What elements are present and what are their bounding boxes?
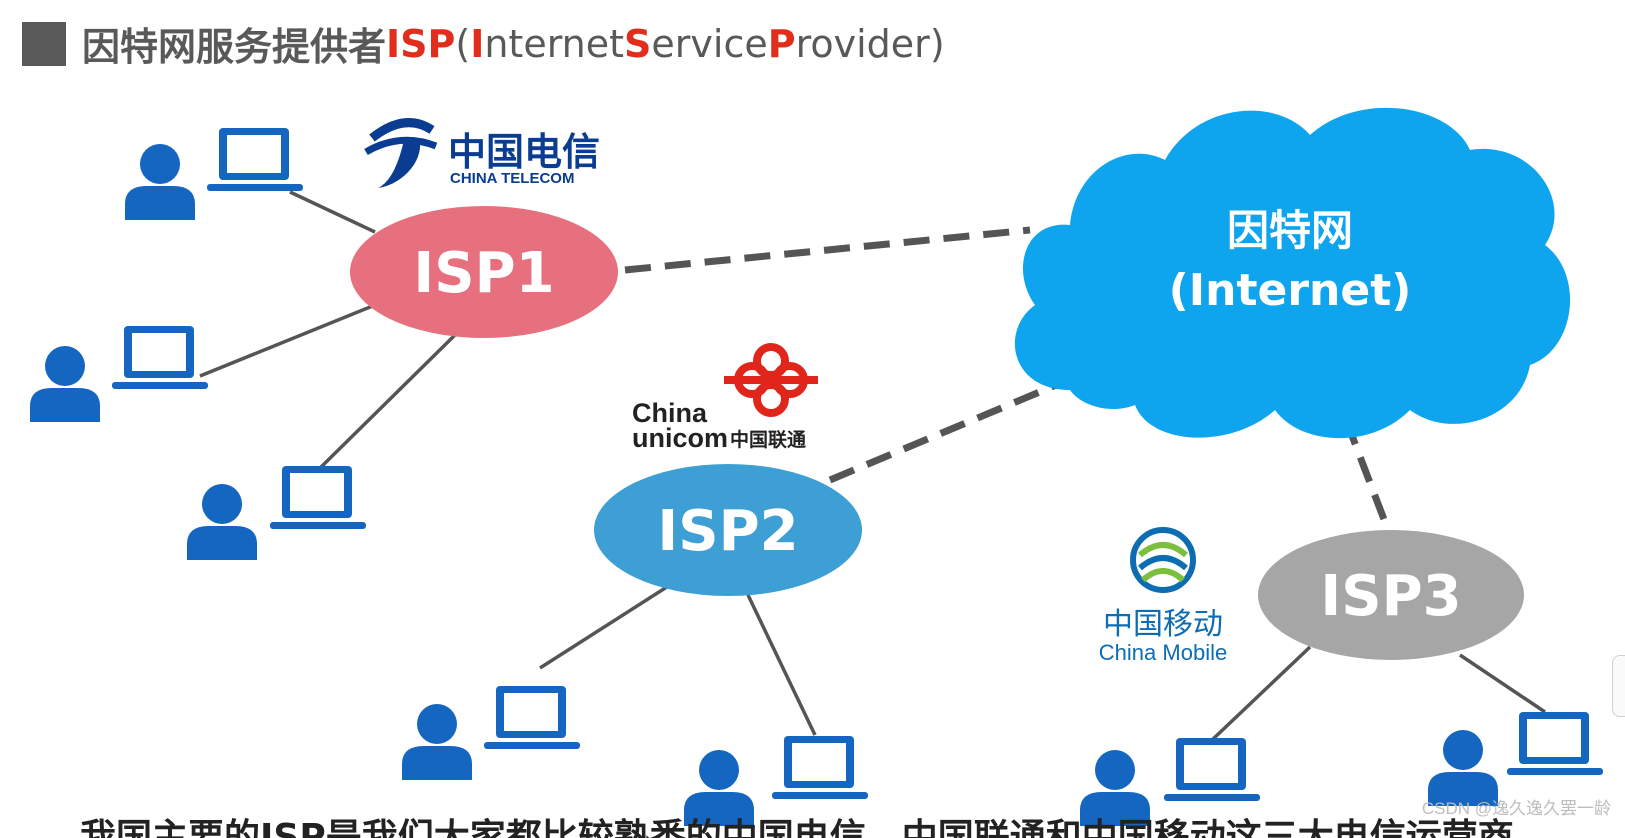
side-collapse-tab[interactable] xyxy=(1612,655,1625,717)
link-isp1-c xyxy=(316,333,457,472)
isp2-label: ISP2 xyxy=(657,499,798,564)
isp1-label: ISP1 xyxy=(413,241,554,306)
china-unicom-line1: China xyxy=(632,398,708,428)
user-icon xyxy=(402,704,472,780)
china-mobile-logo: 中国移动 China Mobile xyxy=(1099,527,1227,665)
internet-label-en: (Internet) xyxy=(1169,265,1412,316)
dashed-isp1-internet xyxy=(624,226,1031,274)
laptop-icon xyxy=(270,466,366,529)
link-isp3-b xyxy=(1459,653,1546,714)
title-square-marker xyxy=(22,21,66,66)
link-isp3-a xyxy=(1210,645,1312,742)
laptop-icon xyxy=(207,128,303,191)
isp3-label: ISP3 xyxy=(1320,564,1461,629)
csdn-watermark: CSDN @逸久逸久罢一龄 xyxy=(1421,799,1611,818)
laptop-icon xyxy=(112,326,208,389)
link-isp1-b xyxy=(199,303,376,378)
title-word-service: ervice xyxy=(651,21,768,66)
user-icon xyxy=(30,346,100,422)
isp2-node: ISP2 xyxy=(594,464,862,596)
china-mobile-en: China Mobile xyxy=(1099,640,1227,665)
link-isp1-a xyxy=(289,190,376,234)
title-close-paren: ) xyxy=(929,21,945,66)
user-icon xyxy=(187,484,257,560)
user-icon xyxy=(125,144,195,220)
china-unicom-cn: 中国联通 xyxy=(730,428,807,451)
laptop-icon xyxy=(484,686,580,749)
link-isp2-b xyxy=(746,594,817,736)
china-mobile-cn: 中国移动 xyxy=(1103,607,1223,642)
laptop-icon xyxy=(1507,712,1603,775)
laptop-icon xyxy=(1164,738,1260,801)
china-unicom-knot-icon xyxy=(724,343,818,417)
title-letter-p: P xyxy=(767,21,796,66)
title-abbr: ISP xyxy=(386,21,456,66)
title-letter-s: S xyxy=(624,21,652,66)
isp1-node: ISP1 xyxy=(350,206,618,338)
title-word-provider: rovider xyxy=(795,21,930,66)
video-subtitle: 我国主要的ISP是我们大家都比较熟悉的中国电信、中国联通和中国移动这三大电信运营… xyxy=(80,808,1520,838)
title-letter-i: I xyxy=(470,21,485,66)
title-prefix: 因特网服务提供者 xyxy=(82,25,387,69)
china-mobile-emblem-icon xyxy=(1130,527,1196,593)
link-isp2-a xyxy=(539,583,671,670)
china-telecom-logo: 中国电信 CHINA TELECOM xyxy=(364,118,600,188)
client-links xyxy=(199,190,1546,742)
laptop-icon xyxy=(772,736,868,799)
video-subtitle-text: 我国主要的ISP是我们大家都比较熟悉的中国电信、中国联通和中国移动这三大电信运营… xyxy=(80,817,1514,838)
china-telecom-emblem-icon xyxy=(364,118,438,188)
china-unicom-line2: unicom xyxy=(632,423,728,453)
title-open-paren: ( xyxy=(455,21,471,66)
title-word-internet: nternet xyxy=(484,21,625,66)
china-telecom-en: CHINA TELECOM xyxy=(450,170,574,187)
china-telecom-cn: 中国电信 xyxy=(448,129,600,174)
isp3-node: ISP3 xyxy=(1258,530,1524,660)
internet-label-cn: 因特网 xyxy=(1227,206,1353,255)
internet-cloud: 因特网 (Internet) xyxy=(1014,107,1571,439)
china-unicom-logo: China unicom 中国联通 xyxy=(632,343,818,453)
dashed-isp2-internet xyxy=(828,371,1082,484)
